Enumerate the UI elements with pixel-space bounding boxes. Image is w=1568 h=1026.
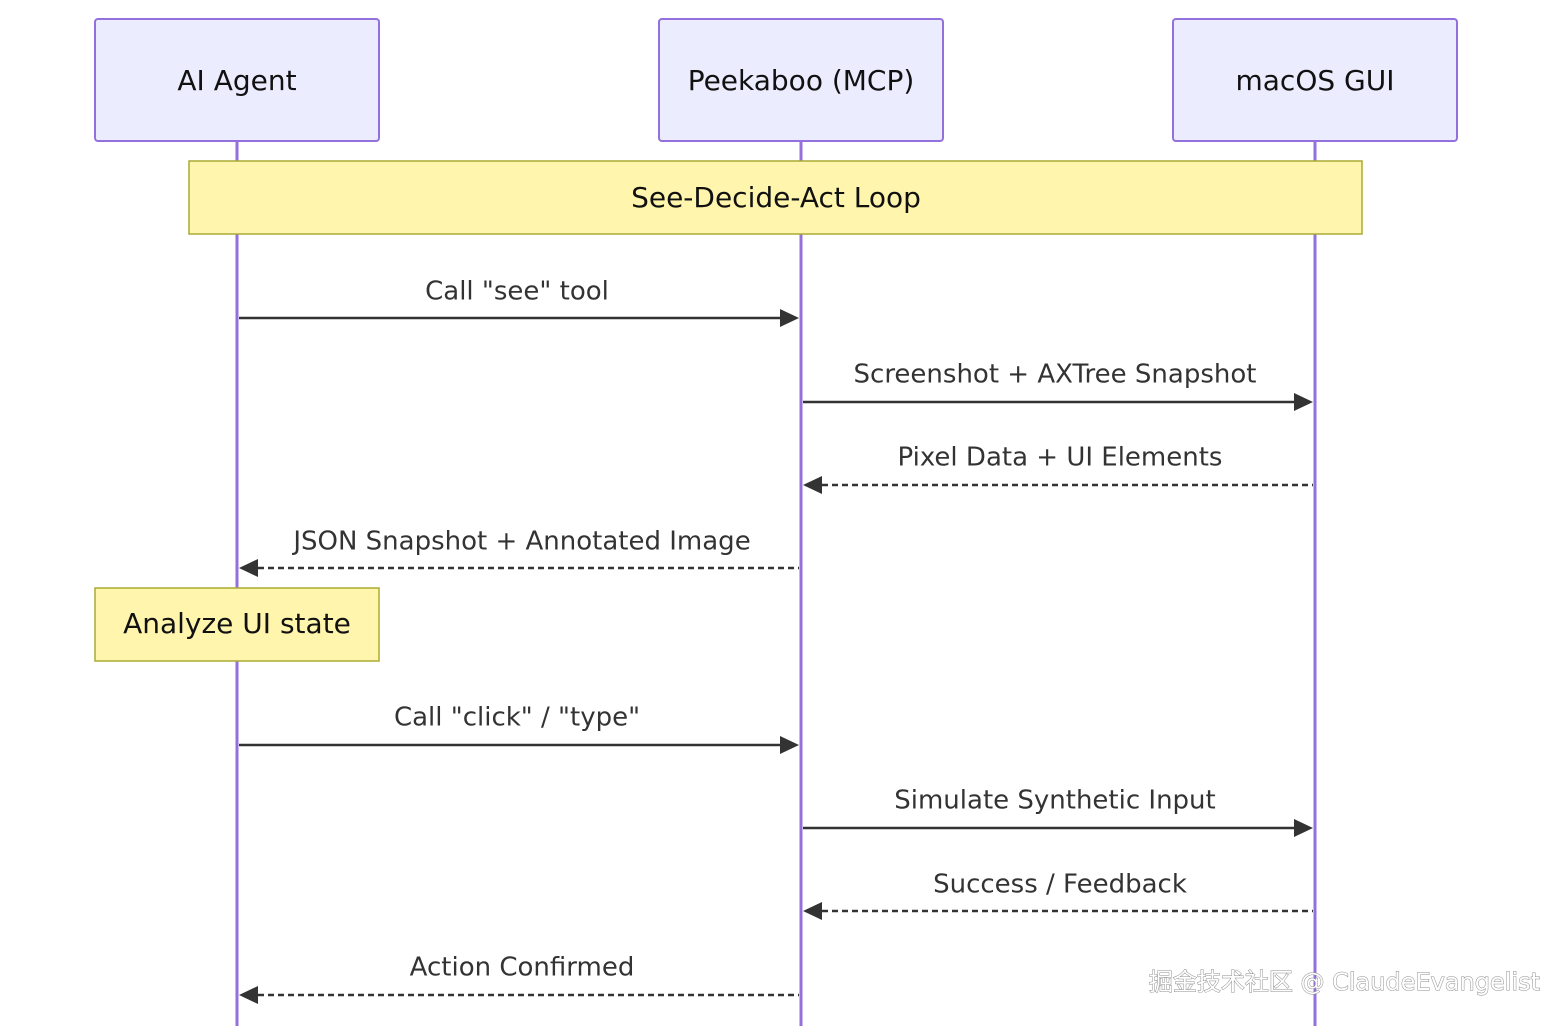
message-label: JSON Snapshot + Annotated Image: [291, 527, 750, 557]
arrow-right-icon: [780, 736, 799, 754]
loop-label: See-Decide-Act Loop: [631, 181, 921, 214]
message-pixel-data-return: Pixel Data + UI Elements: [803, 443, 1313, 494]
message-success-feedback: Success / Feedback: [803, 870, 1313, 920]
participant-ai-agent: AI Agent: [94, 18, 380, 142]
note-label: Analyze UI state: [123, 607, 351, 640]
message-simulate-input: Simulate Synthetic Input: [803, 786, 1313, 837]
message-call-click-type: Call "click" / "type": [239, 703, 799, 754]
message-call-see: Call "see" tool: [239, 277, 799, 327]
loop-banner: See-Decide-Act Loop: [188, 160, 1363, 235]
message-label: Call "see" tool: [425, 277, 609, 307]
note-analyze-ui-state: Analyze UI state: [94, 587, 380, 662]
arrow-right-icon: [1294, 819, 1313, 837]
arrow-left-icon: [803, 476, 822, 494]
arrow-right-icon: [1294, 393, 1313, 411]
message-label: Simulate Synthetic Input: [894, 786, 1215, 816]
arrow-left-icon: [239, 559, 258, 577]
message-label: Action Confirmed: [410, 953, 635, 983]
participant-label: macOS GUI: [1236, 64, 1395, 97]
watermark: 掘金技术社区 @ ClaudeEvangelist: [1149, 968, 1540, 996]
arrow-left-icon: [239, 986, 258, 1004]
message-label: Screenshot + AXTree Snapshot: [854, 360, 1257, 390]
participant-label: Peekaboo (MCP): [688, 64, 915, 97]
lifelines: [235, 142, 1317, 1026]
arrow-left-icon: [803, 902, 822, 920]
participant-macos-gui: macOS GUI: [1172, 18, 1458, 142]
arrow-right-icon: [780, 309, 799, 327]
message-label: Pixel Data + UI Elements: [898, 443, 1223, 473]
message-label: Success / Feedback: [933, 870, 1187, 900]
message-action-confirmed: Action Confirmed: [239, 953, 799, 1004]
message-screenshot-request: Screenshot + AXTree Snapshot: [803, 360, 1313, 411]
message-json-snapshot-return: JSON Snapshot + Annotated Image: [239, 527, 799, 577]
participant-label: AI Agent: [177, 64, 296, 97]
message-label: Call "click" / "type": [394, 703, 640, 733]
participant-peekaboo: Peekaboo (MCP): [658, 18, 944, 142]
